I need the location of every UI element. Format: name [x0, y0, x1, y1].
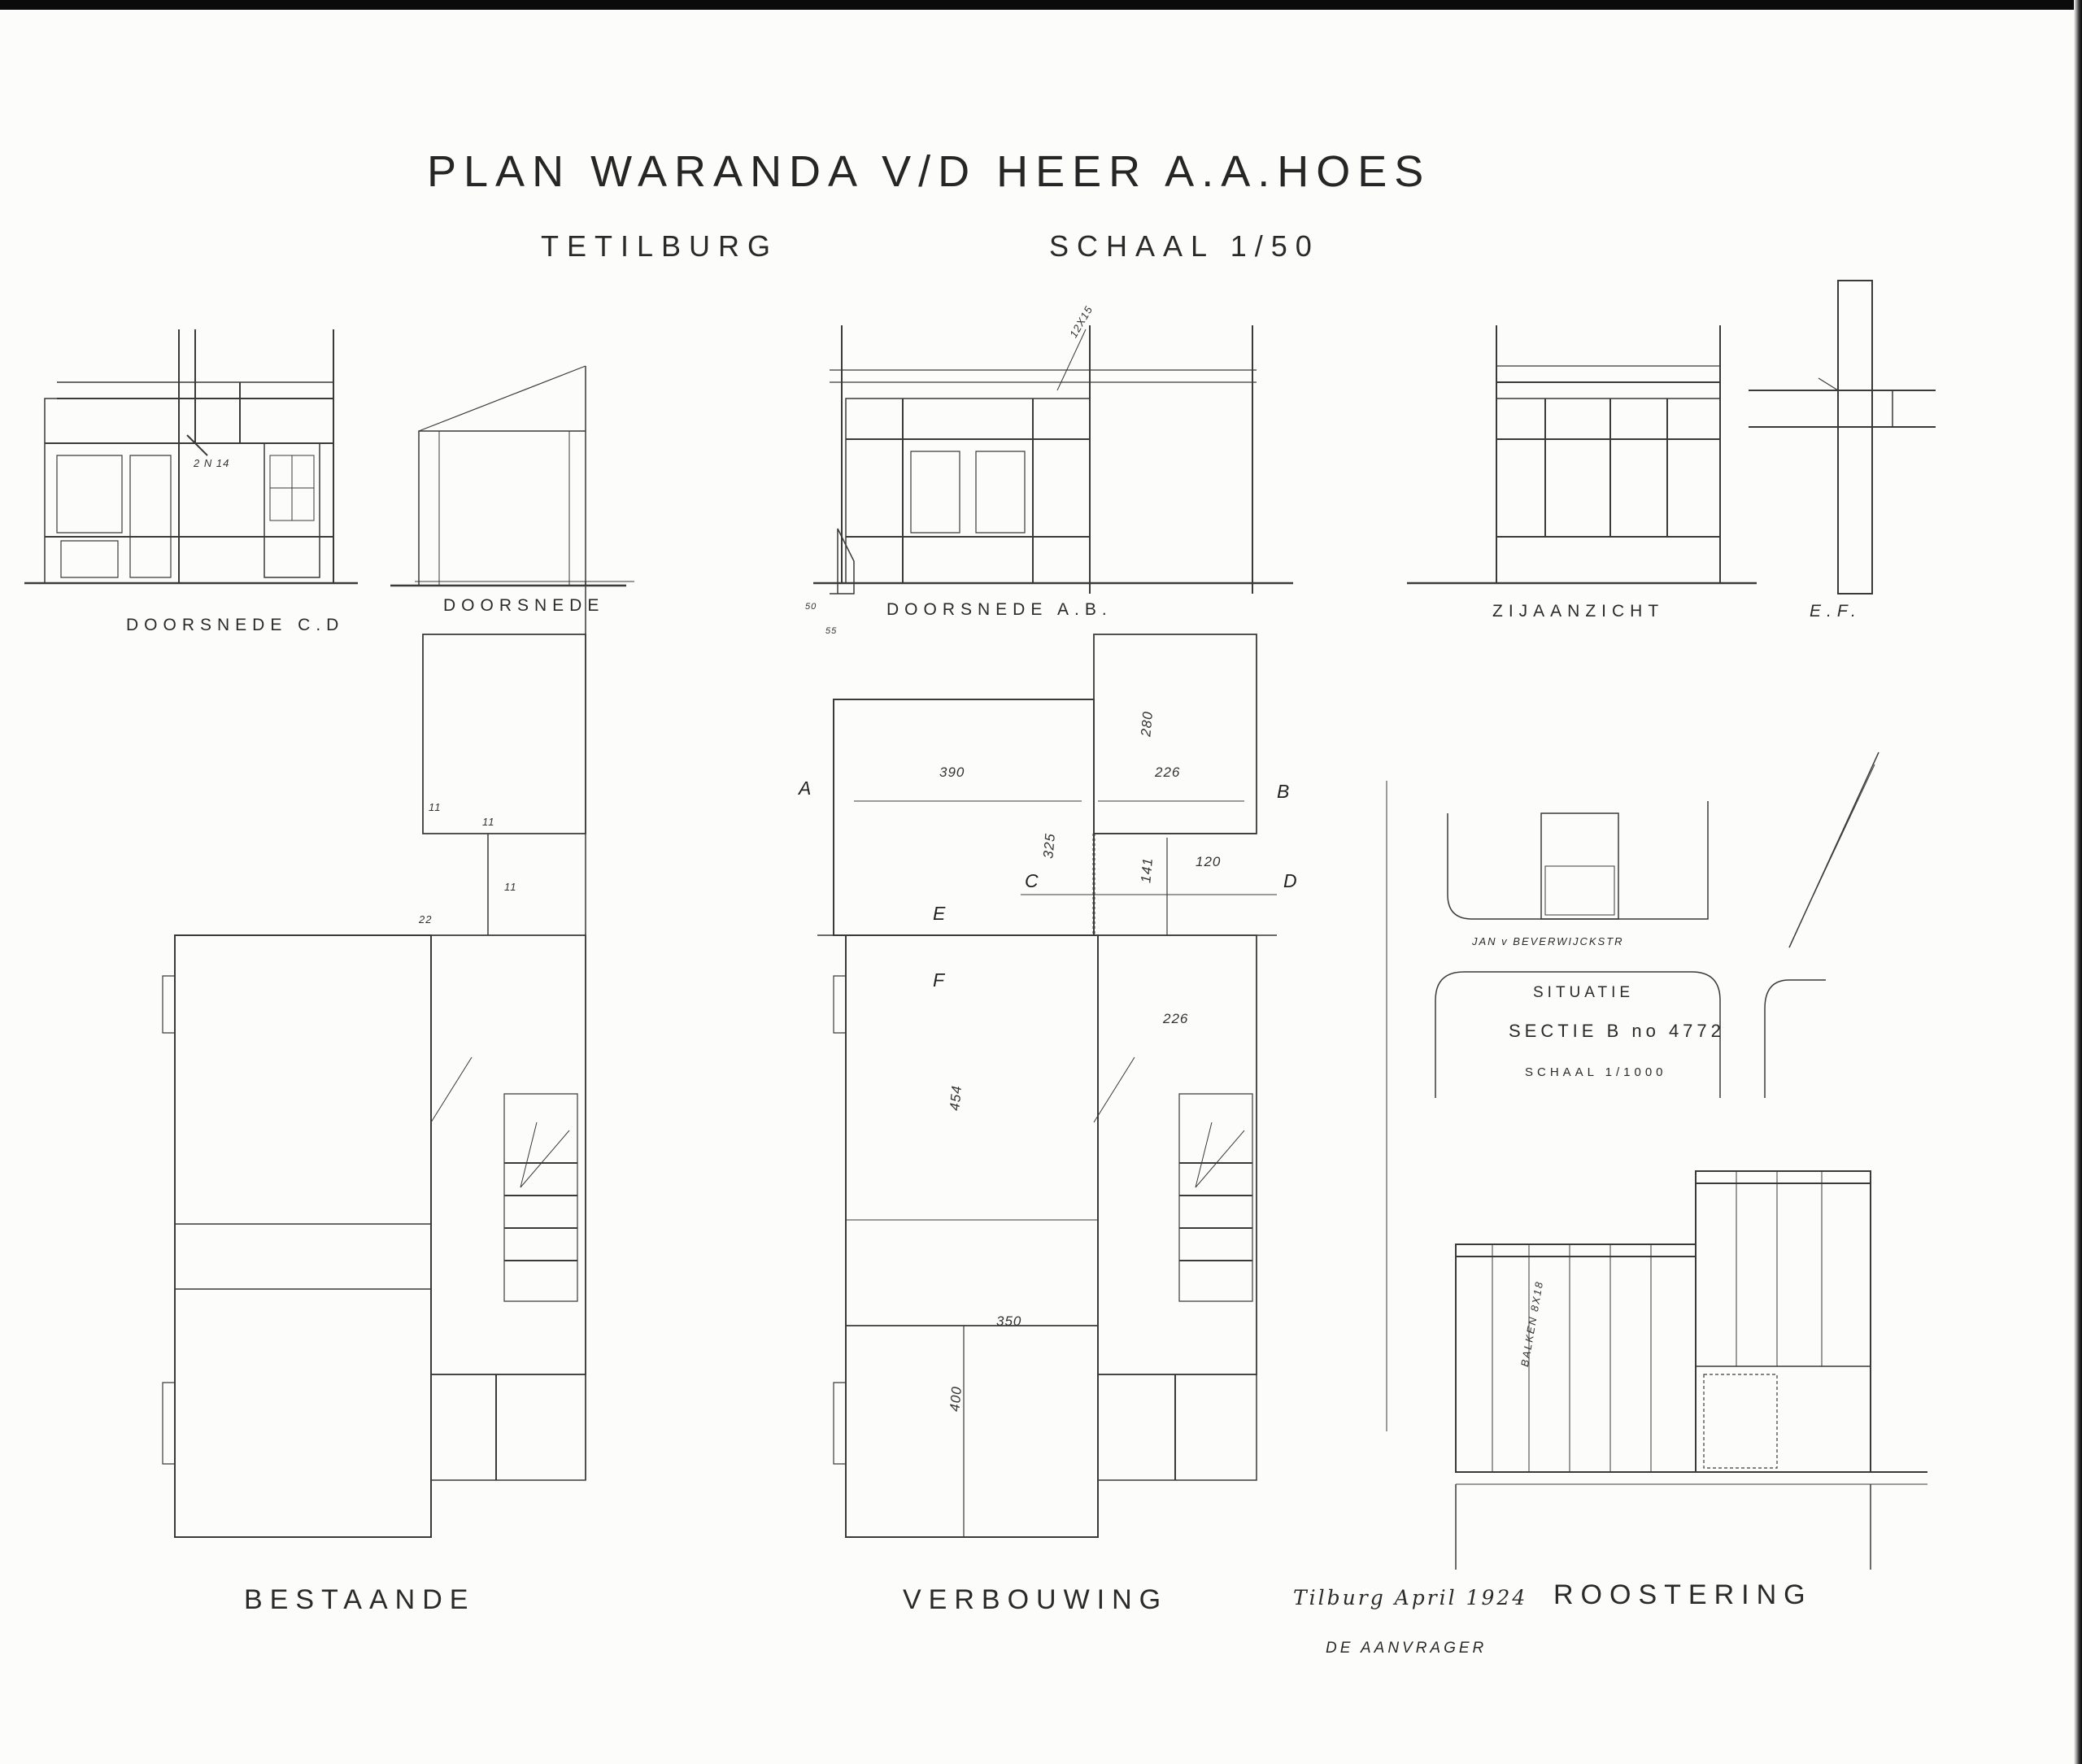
plan-existing [163, 581, 634, 1537]
dim-325: 325 [1040, 832, 1059, 860]
label-detail-ef: E.F. [1810, 602, 1862, 621]
side-elevation [1407, 325, 1757, 583]
drawing-scale: SCHAAL 1/50 [1049, 229, 1320, 263]
drawing-title: PLAN WARANDA V/D HEER A.A.HOES [427, 147, 1431, 196]
signature-role: DE AANVRAGER [1326, 1640, 1487, 1657]
situation-scale: SCHAAL 1/1000 [1525, 1065, 1667, 1079]
label-section-cd: DOORSNEDE C.D [126, 616, 345, 634]
cut-letter-e: E [933, 903, 946, 924]
cut-letter-f: F [933, 969, 945, 991]
dim-120: 120 [1196, 854, 1222, 869]
caption-alteration: VERBOUWING [903, 1584, 1169, 1615]
dim-226-mid: 226 [1163, 1011, 1189, 1026]
dim-400: 400 [947, 1385, 965, 1413]
label-section-side: DOORSNEDE [443, 596, 605, 615]
section-cd [24, 329, 358, 583]
dim-454: 454 [947, 1084, 965, 1112]
dim-141: 141 [1138, 856, 1156, 884]
section-side [390, 366, 626, 586]
dim-2n14: 2 N 14 [194, 457, 230, 469]
dim-11-b: 11 [482, 816, 495, 828]
dim-390: 390 [939, 764, 965, 780]
situation-section: SECTIE B no 4772 [1509, 1021, 1725, 1041]
situation-plan [1387, 752, 1879, 1431]
section-ab [813, 325, 1293, 594]
dim-280: 280 [1138, 710, 1156, 738]
detail-ef [1749, 281, 1936, 594]
dim-55: 55 [825, 626, 838, 636]
label-side-elevation: ZIJAANZICHT [1492, 602, 1665, 621]
cut-letter-d: D [1283, 870, 1297, 891]
situation-title: SITUATIE [1533, 984, 1635, 1001]
dim-22: 22 [419, 913, 433, 926]
dim-11-a: 11 [429, 801, 442, 813]
dim-226-top: 226 [1155, 764, 1181, 780]
dim-350: 350 [996, 1313, 1022, 1329]
situation-street: JAN v BEVERWIJCKSTR [1472, 935, 1624, 947]
caption-joists: ROOSTERING [1553, 1579, 1813, 1610]
signature-place-date: Tilburg April 1924 [1293, 1586, 1528, 1609]
label-section-ab: DOORSNEDE A.B. [886, 600, 1113, 619]
dim-50: 50 [805, 602, 817, 612]
scan-border-right [2074, 0, 2082, 1764]
cut-letter-a: A [799, 777, 812, 799]
joist-plan [1456, 1171, 1927, 1570]
plan-alteration [817, 634, 1277, 1537]
cut-letter-b: B [1277, 781, 1290, 802]
scan-border-top [0, 0, 2082, 10]
drawing-place: TETILBURG [541, 229, 779, 263]
caption-existing: BESTAANDE [244, 1584, 476, 1615]
dim-11-c: 11 [504, 881, 517, 893]
cut-letter-c: C [1025, 870, 1039, 891]
